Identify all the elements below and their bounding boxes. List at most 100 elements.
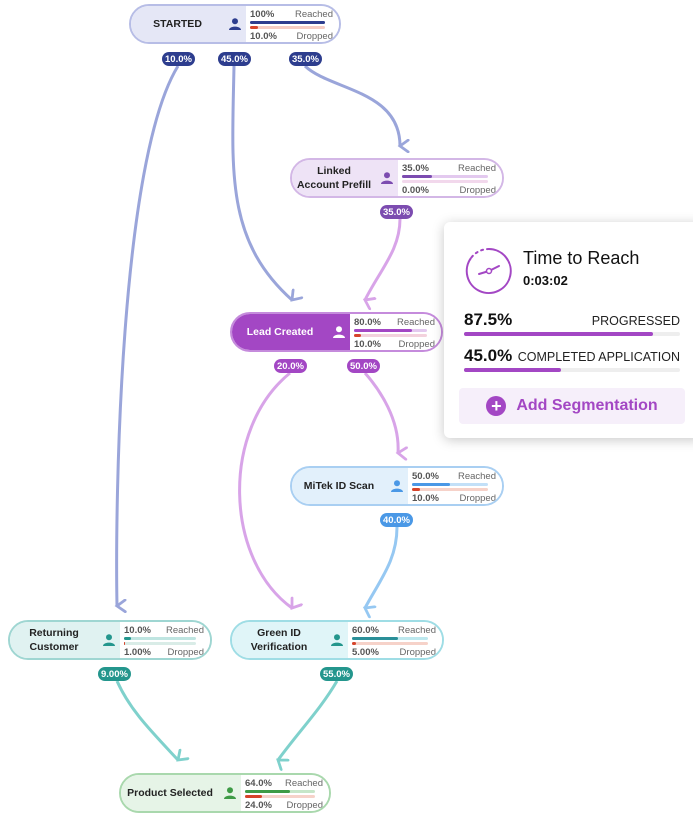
reached-value: 64.0% <box>245 778 272 789</box>
node-linked-label: Linked Account Prefill <box>292 160 376 196</box>
completed-bar <box>464 368 680 372</box>
dropped-value: 0.00% <box>402 185 429 196</box>
progressed-label: PROGRESSED <box>591 314 680 328</box>
reached-label: Reached <box>457 163 496 174</box>
person-icon <box>224 6 246 42</box>
node-linked-account-prefill[interactable]: Linked Account Prefill 35.0% Reached 0.00… <box>290 158 504 198</box>
node-green-label: Green ID Verification <box>232 622 326 658</box>
edge-linked-lead <box>365 218 402 300</box>
node-product-selected[interactable]: Product Selected 64.0% Reached 24.0% Dropp… <box>119 773 331 813</box>
node-lead-created[interactable]: Lead Created 80.0%Reached 10.0%Dropped <box>230 312 443 352</box>
dropped-value: 5.00% <box>352 647 379 658</box>
node-mitek-id-scan[interactable]: MiTek ID Scan 50.0% Reached 10.0% Dropped <box>290 466 504 506</box>
edge-started-linked <box>303 64 400 146</box>
node-green-stats: 60.0% Reached 5.00% Dropped <box>348 622 442 658</box>
reached-label: Reached <box>165 625 204 636</box>
reached-value: 10.0% <box>124 625 151 636</box>
reached-label: Reached <box>294 9 333 20</box>
reached-label: Reached <box>397 625 436 636</box>
completed-label: COMPLETED APPLICATION <box>517 350 680 364</box>
reached-label: Reached <box>457 471 496 482</box>
edge-badge-started-linked: 35.0% <box>289 52 322 66</box>
reached-value: 100% <box>250 9 275 20</box>
edge-badge-started-returning: 10.0% <box>162 52 195 66</box>
person-icon <box>98 622 120 658</box>
node-green-id-verification[interactable]: Green ID Verification 60.0% Reached 5.00%… <box>230 620 444 660</box>
node-lead-label: Lead Created <box>232 314 328 350</box>
reached-bar <box>354 329 427 332</box>
dropped-label: Dropped <box>296 31 333 42</box>
panel-title: Time to Reach <box>523 248 640 268</box>
node-mitek-stats: 50.0% Reached 10.0% Dropped <box>408 468 502 504</box>
dropped-label: Dropped <box>399 647 436 658</box>
reached-label: Reached <box>396 317 435 328</box>
edge-started-returning <box>117 65 180 606</box>
dropped-label: Dropped <box>459 493 496 504</box>
dropped-value: 10.0% <box>354 339 381 350</box>
reached-value: 35.0% <box>402 163 429 174</box>
node-linked-stats: 35.0% Reached 0.00% Dropped <box>398 160 502 196</box>
edge-badge-green-product: 55.0% <box>320 667 353 681</box>
reached-value: 80.0% <box>354 317 381 328</box>
edge-badge-lead-mitek: 50.0% <box>347 359 380 373</box>
node-started-label: STARTED <box>131 6 224 42</box>
edge-badge-started-lead: 45.0% <box>218 52 251 66</box>
dropped-value: 24.0% <box>245 800 272 811</box>
reached-bar <box>352 637 428 640</box>
node-mitek-label: MiTek ID Scan <box>292 468 386 504</box>
person-icon <box>219 775 241 811</box>
node-product-stats: 64.0% Reached 24.0% Dropped <box>241 775 329 811</box>
dropped-bar <box>352 642 428 645</box>
progressed-bar <box>464 332 680 336</box>
edge-badge-lead-green: 20.0% <box>274 359 307 373</box>
edge-green-product <box>278 680 339 760</box>
reached-value: 50.0% <box>412 471 439 482</box>
reached-value: 60.0% <box>352 625 379 636</box>
edge-lead-green <box>238 371 292 608</box>
node-started-stats: 100% Reached 10.0% Dropped <box>246 6 339 42</box>
person-icon <box>328 314 350 350</box>
add-segmentation-label: Add Segmentation <box>516 397 658 414</box>
time-to-reach-panel: Time to Reach 0:03:02 87.5% PROGRESSED 4… <box>444 222 693 438</box>
reached-bar <box>250 21 325 24</box>
reached-label: Reached <box>284 778 323 789</box>
dropped-bar <box>402 180 488 183</box>
panel-time: 0:03:02 <box>523 273 568 288</box>
edge-mitek-green <box>365 526 399 608</box>
plus-icon: + <box>486 396 507 416</box>
dropped-bar <box>412 488 488 491</box>
add-segmentation-button[interactable]: + Add Segmentation <box>459 388 685 424</box>
progressed-value: 87.5% <box>464 310 513 329</box>
reached-bar <box>245 790 315 793</box>
edge-lead-mitek <box>363 372 398 453</box>
reached-bar <box>412 483 488 486</box>
dropped-label: Dropped <box>167 647 204 658</box>
dropped-label: Dropped <box>459 185 496 196</box>
node-started[interactable]: STARTED 100% Reached 10.0% Dropped <box>129 4 341 44</box>
person-icon <box>386 468 408 504</box>
edge-badge-mitek-green: 40.0% <box>380 513 413 527</box>
node-product-label: Product Selected <box>121 775 219 811</box>
dropped-label: Dropped <box>286 800 323 811</box>
reached-bar <box>402 175 488 178</box>
edge-badge-returning-product: 9.00% <box>98 667 131 681</box>
dropped-bar <box>245 795 315 798</box>
node-returning-label: Returning Customer <box>10 622 98 658</box>
dropped-value: 10.0% <box>250 31 277 42</box>
person-icon <box>376 160 398 196</box>
dropped-bar <box>124 642 196 645</box>
edge-badge-linked-lead: 35.0% <box>380 205 413 219</box>
dropped-bar <box>354 334 427 337</box>
node-returning-stats: 10.0% Reached 1.00% Dropped <box>120 622 210 658</box>
person-icon <box>326 622 348 658</box>
dropped-value: 1.00% <box>124 647 151 658</box>
edge-returning-product <box>115 680 178 760</box>
node-lead-stats: 80.0%Reached 10.0%Dropped <box>350 314 441 350</box>
node-returning-customer[interactable]: Returning Customer 10.0% Reached 1.00% Dro… <box>8 620 212 660</box>
reached-bar <box>124 637 196 640</box>
edge-started-lead <box>231 65 292 300</box>
stopwatch-icon <box>464 246 514 301</box>
dropped-value: 10.0% <box>412 493 439 504</box>
completed-value: 45.0% <box>464 346 513 365</box>
